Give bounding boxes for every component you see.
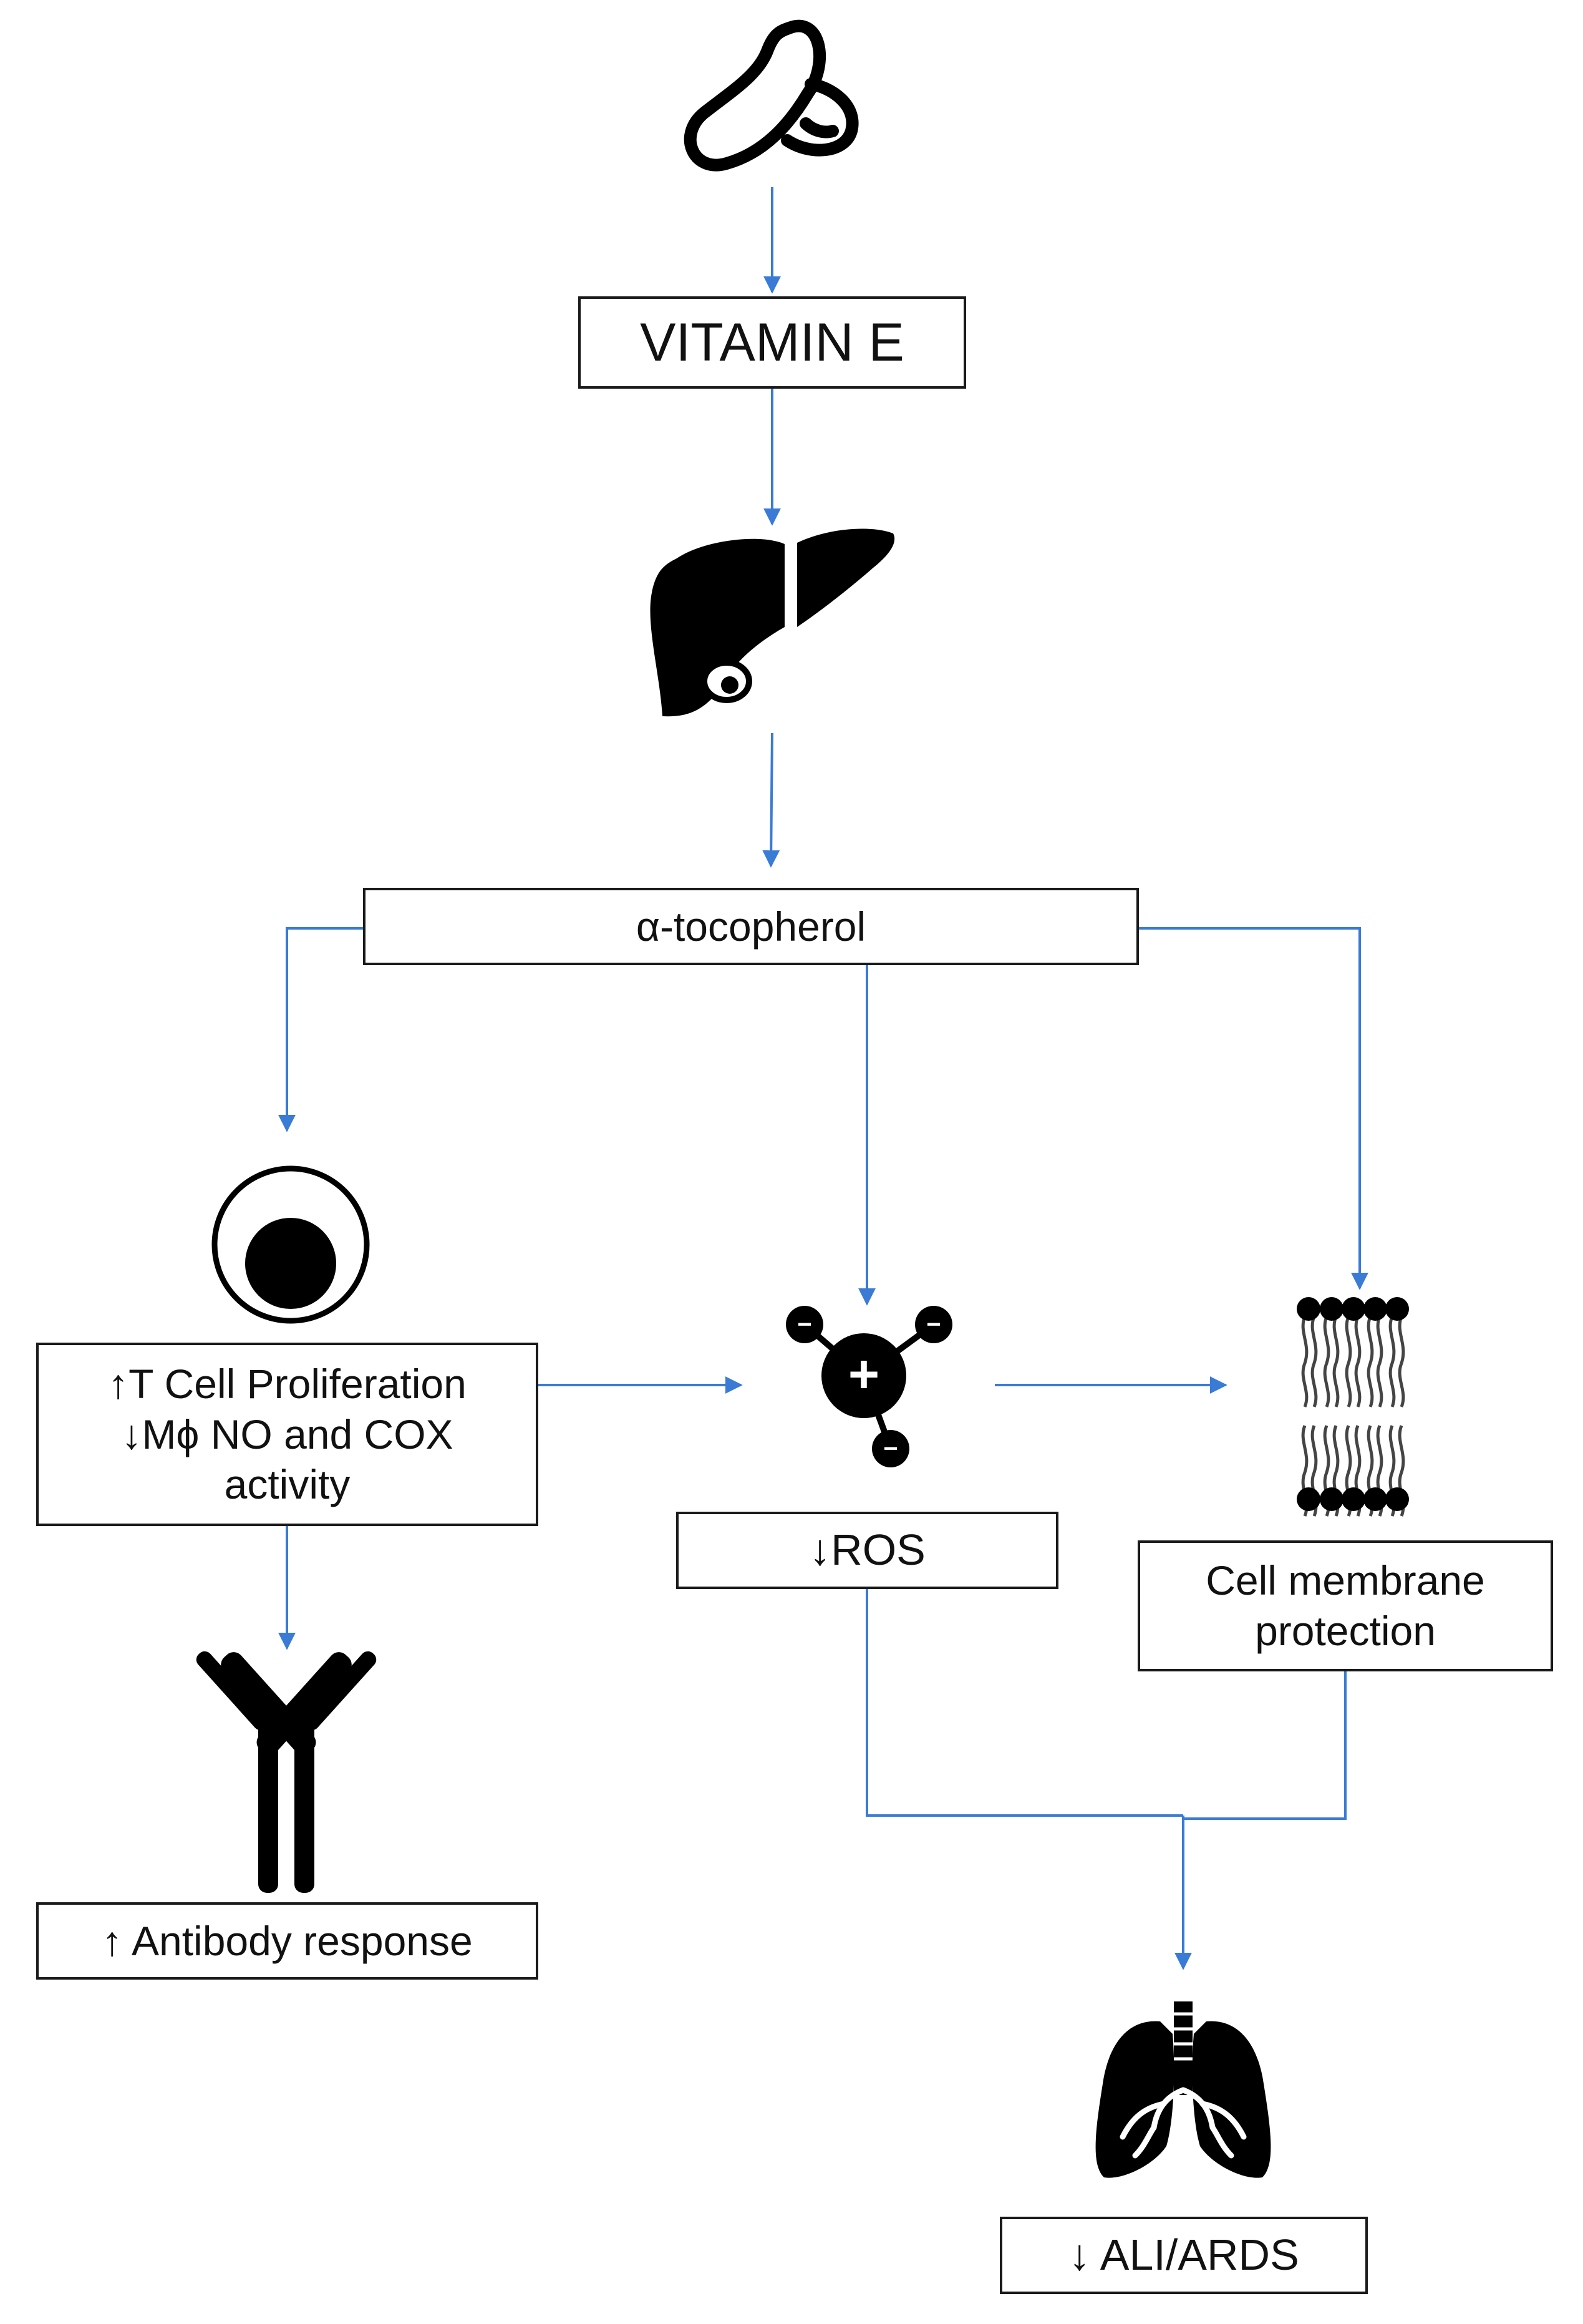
node-membrane-line-1: Cell membrane [1206, 1557, 1485, 1604]
plus-sign: + [848, 1344, 879, 1404]
arrow-tocopherol-to-membrane [1139, 927, 1368, 1290]
node-t-cell-line-3: activity [224, 1461, 351, 1508]
node-ros-label: ↓ROS [809, 1525, 926, 1575]
node-t-cell-line-2: ↓Mϕ NO and COX [121, 1411, 453, 1457]
node-alpha-tocopherol-label: α-tocopherol [636, 903, 866, 950]
negative-ion [786, 1306, 823, 1343]
liver-icon [650, 528, 895, 717]
cell-icon [211, 1165, 370, 1324]
positive-ion [821, 1333, 906, 1418]
node-antibody-label: ↑ Antibody response [102, 1917, 473, 1964]
node-ali-ards-label: ↓ ALI/ARDS [1068, 2230, 1299, 2280]
minus-sign: − [883, 1435, 898, 1462]
node-antibody-response: ↑ Antibody response [36, 1902, 538, 1980]
negative-ion [872, 1430, 909, 1467]
lipid-bilayer-icon [1297, 1297, 1409, 1517]
ros-molecule-icon: + − − − [786, 1306, 952, 1467]
node-ali-ards: ↓ ALI/ARDS [1000, 2217, 1368, 2294]
minus-sign: − [797, 1311, 811, 1338]
negative-ion [915, 1306, 952, 1343]
arrow-tocopherol-to-tcell [278, 927, 363, 1132]
node-vitamin-e-label: VITAMIN E [640, 312, 904, 372]
node-membrane-line-2: protection [1255, 1608, 1436, 1654]
arrow-liver-to-tocopherol [762, 732, 780, 868]
node-ros: ↓ROS [676, 1512, 1058, 1589]
lungs-icon [1095, 2001, 1271, 2178]
connector-membrane-to-merge [1183, 1671, 1347, 1820]
minus-sign: − [926, 1311, 941, 1338]
connectors [278, 187, 1368, 1970]
node-vitamin-e: VITAMIN E [578, 296, 966, 389]
node-cell-membrane-protection: Cell membrane protection [1138, 1540, 1553, 1671]
seed-icon [684, 19, 859, 172]
node-t-cell-line-1: ↑T Cell Proliferation [108, 1361, 467, 1408]
node-t-cell-proliferation: ↑T Cell Proliferation ↓Mϕ NO and COX act… [36, 1343, 538, 1526]
connector-ros-to-merge [866, 1589, 1183, 1817]
node-alpha-tocopherol: α-tocopherol [363, 888, 1139, 965]
antibody-icon [196, 1651, 377, 1893]
